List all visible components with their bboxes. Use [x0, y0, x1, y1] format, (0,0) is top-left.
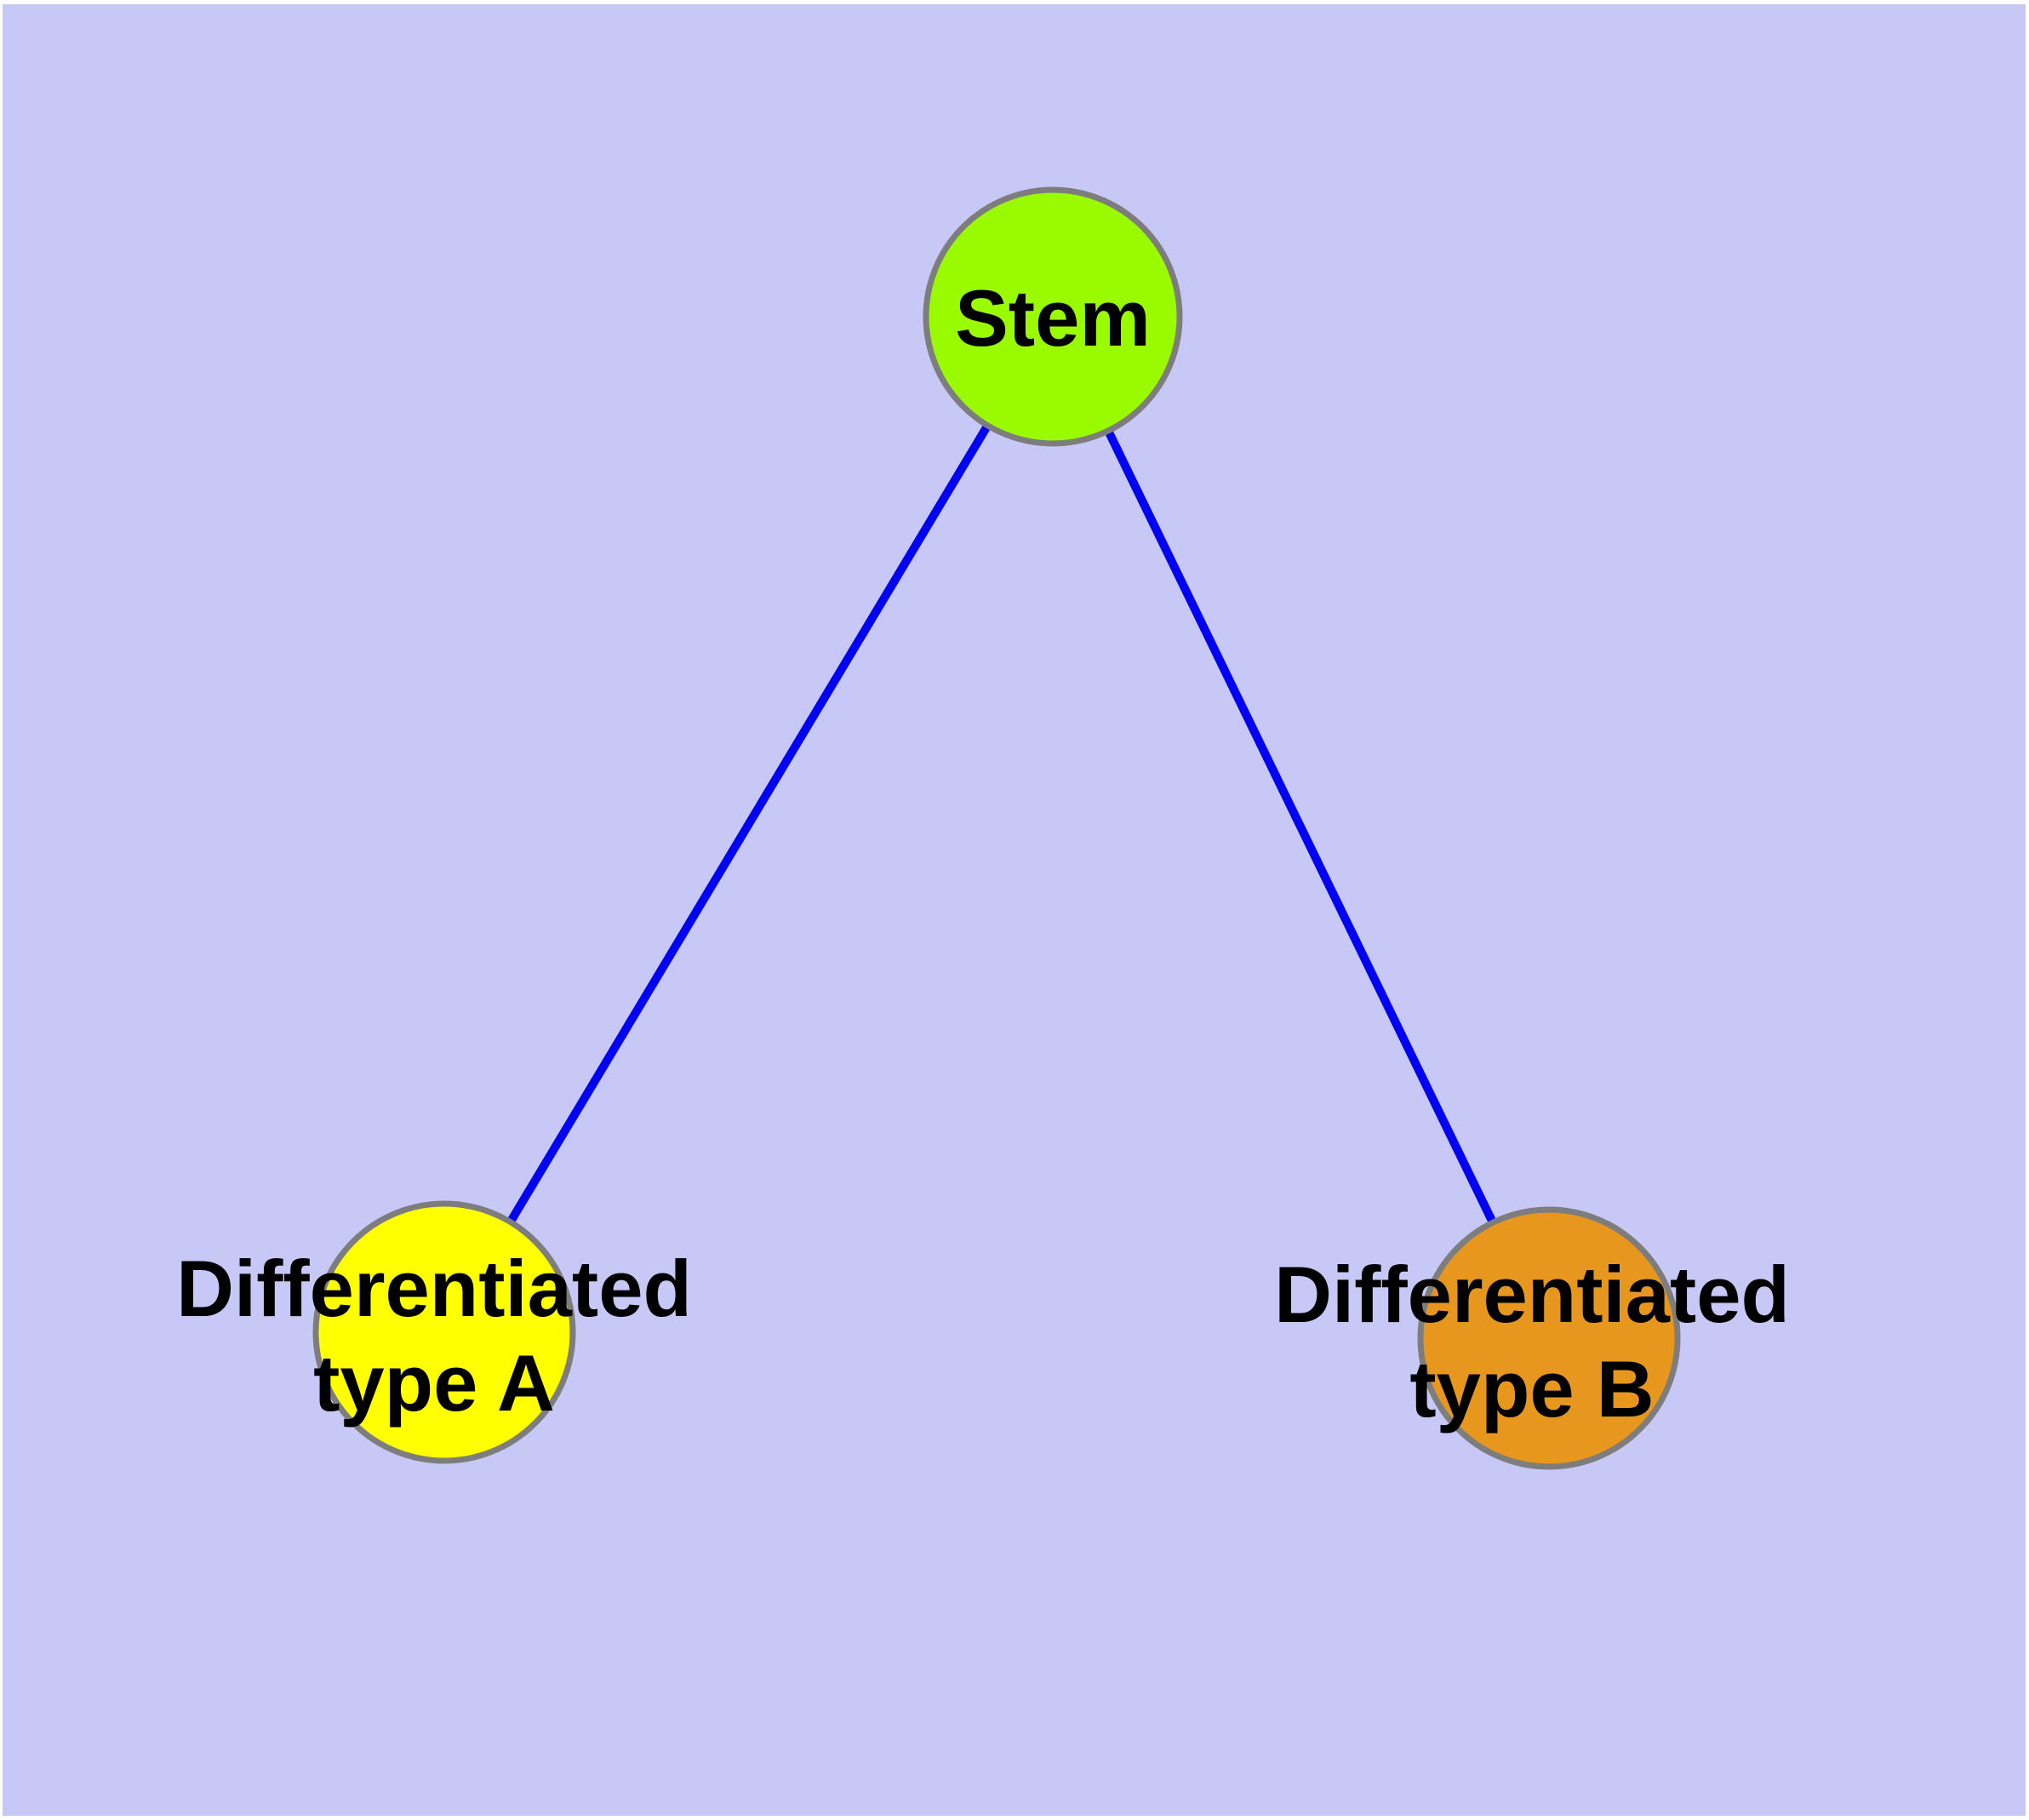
node-differentiated-type-b: Differentiated type B	[1274, 1206, 1790, 1470]
node-type-b-label-line1: Differentiated	[1274, 1250, 1790, 1339]
node-type-a-label-line1: Differentiated	[176, 1244, 692, 1333]
node-type-b-circle	[1417, 1206, 1681, 1470]
edge-stem-to-type-a	[440, 314, 1057, 1335]
node-stem-label: Stem	[955, 273, 1151, 363]
node-differentiated-type-a: Differentiated type A	[176, 1200, 692, 1464]
node-stem: Stem	[923, 186, 1183, 447]
node-type-b-label-line2: type B	[1409, 1344, 1654, 1434]
edge-stem-to-type-b	[1049, 314, 1553, 1341]
node-type-a-label-line2: type A	[313, 1338, 555, 1428]
node-type-a-circle	[312, 1200, 576, 1464]
node-stem-circle	[923, 186, 1183, 447]
